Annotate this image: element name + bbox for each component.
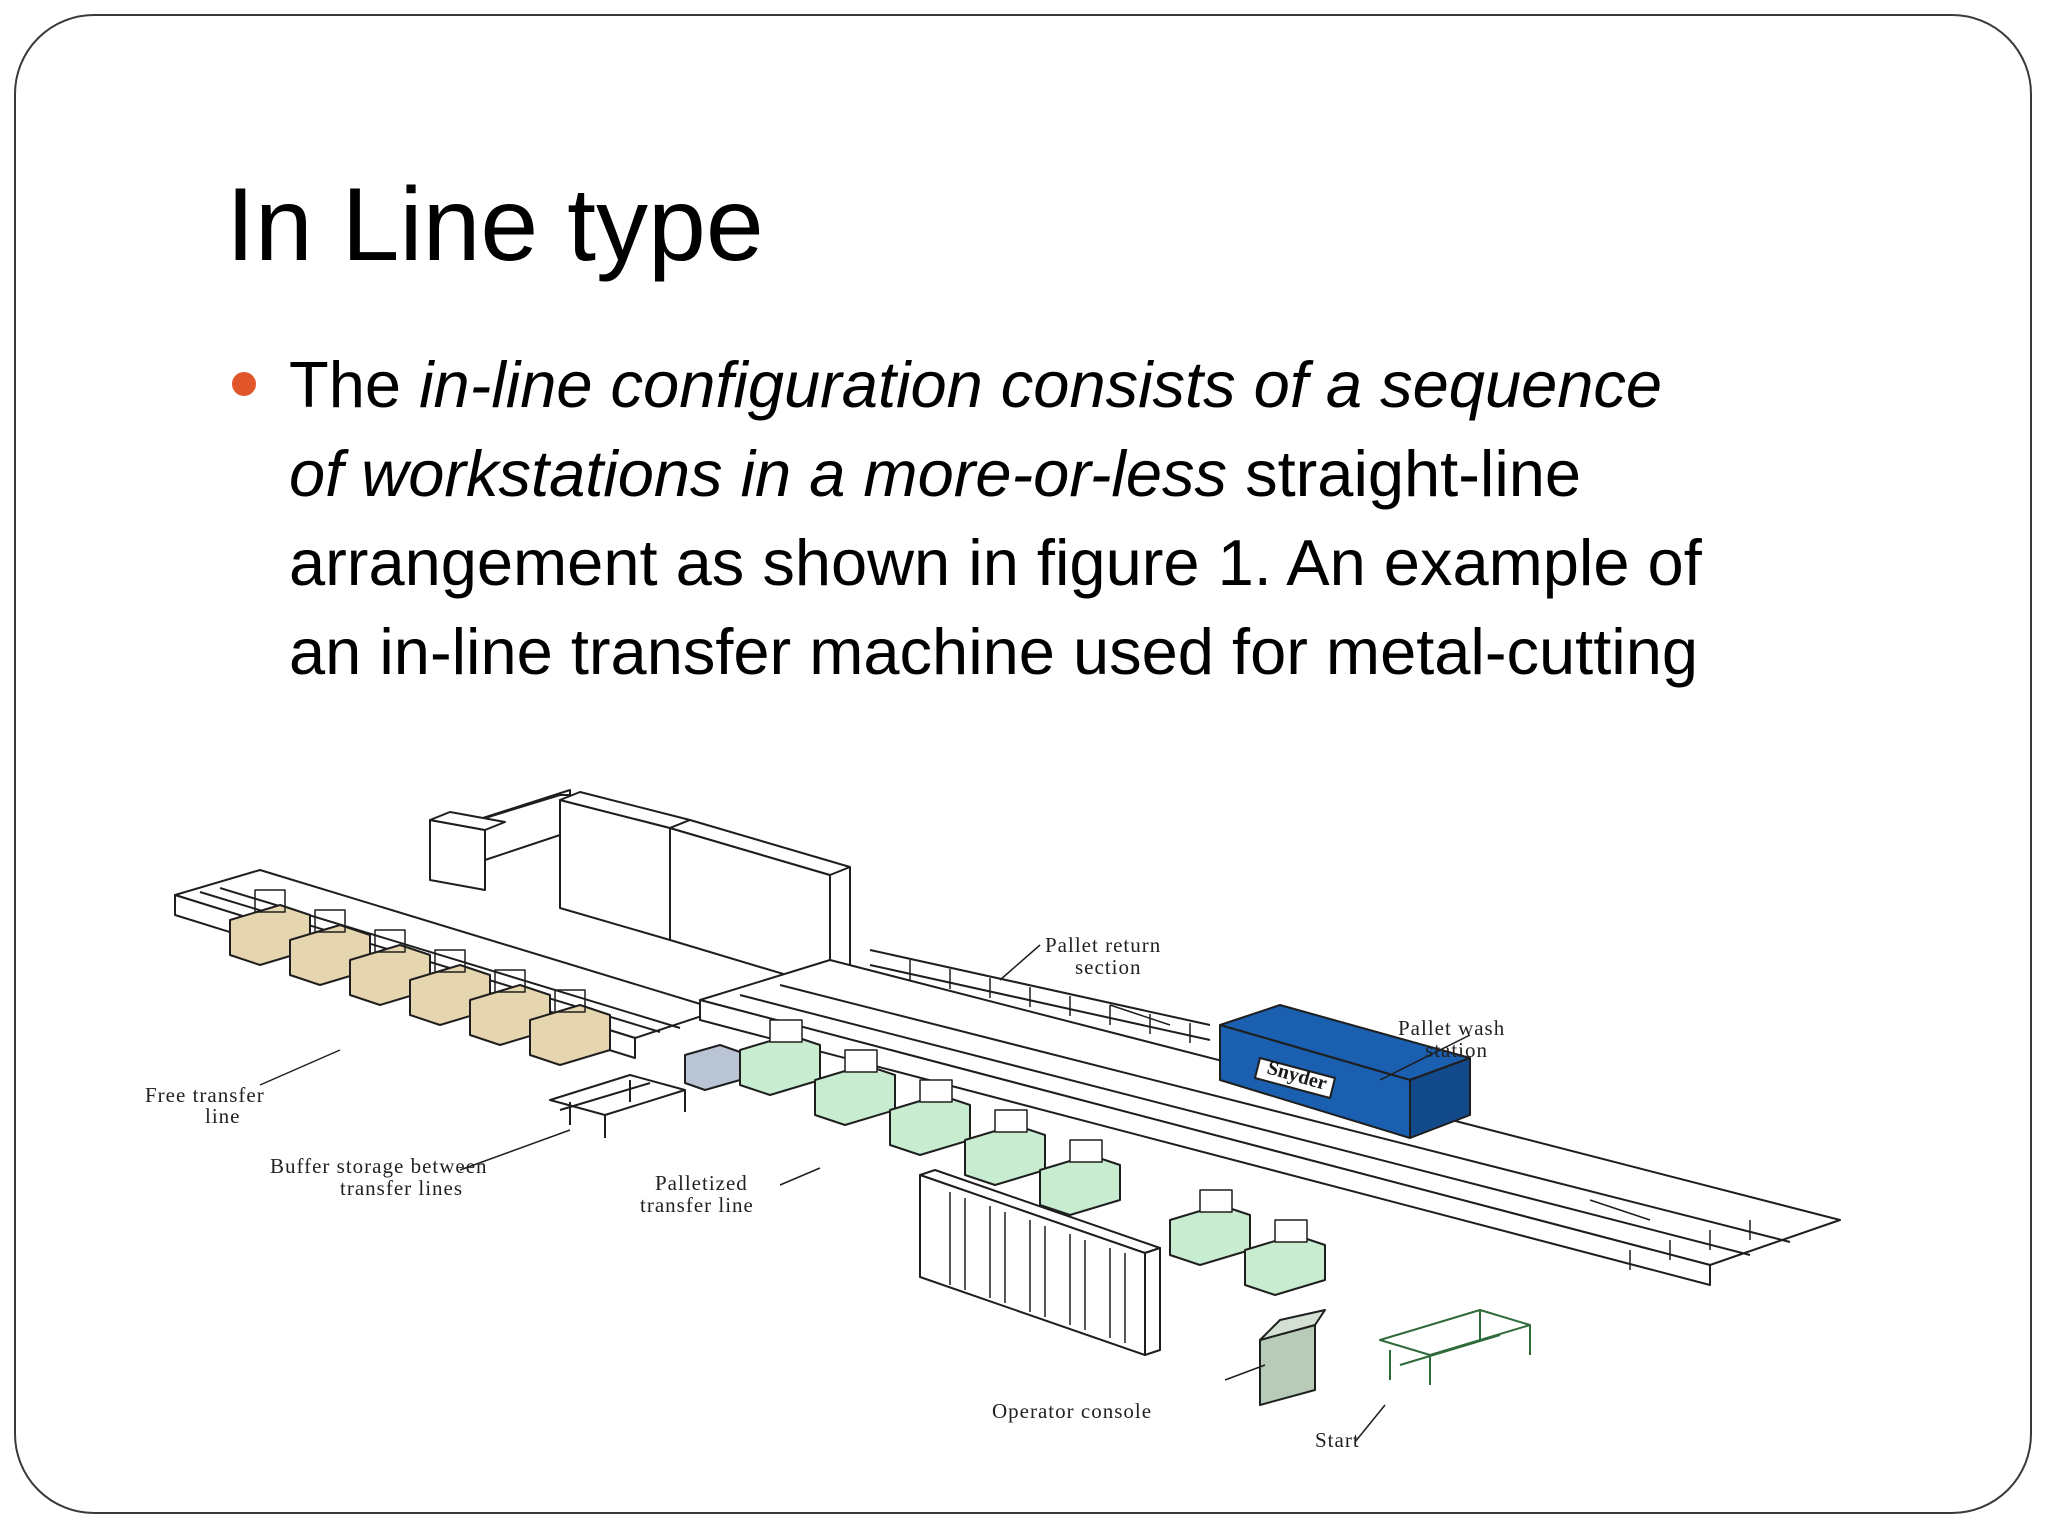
back-panel [429, 789, 851, 989]
palletized-transfer-line [699, 949, 1841, 1296]
bullet-text-normal: straight-line [1227, 437, 1582, 510]
label-free-transfer: Free transfer [145, 1083, 265, 1107]
slide-title: In Line type [226, 167, 764, 283]
tan-station [529, 1004, 611, 1066]
label-pallet-wash-2: station [1425, 1038, 1488, 1062]
label-pallet-wash: Pallet wash [1398, 1016, 1505, 1040]
label-operator-console: Operator console [992, 1399, 1152, 1423]
green-station [1244, 1234, 1326, 1296]
control-cabinets [919, 1169, 1161, 1356]
bullet-paragraph: The in-line configuration consists of a … [289, 340, 1989, 696]
bullet-text-italic: of workstations in a more-or-less [289, 437, 1228, 510]
bullet-text-normal: The [289, 348, 420, 421]
pallet-wash-station [1219, 1004, 1471, 1139]
bullet-line-2: of workstations in a more-or-less straig… [289, 429, 1989, 518]
label-free-transfer-2: line [205, 1104, 241, 1128]
label-palletized-2: transfer line [640, 1193, 754, 1217]
leader-lines [259, 944, 1651, 1443]
transfer-line-figure: Pallet return section Pallet wash statio… [145, 789, 1841, 1452]
bullet-line-4: an in-line transfer machine used for met… [289, 615, 1699, 688]
label-palletized: Palletized [655, 1171, 748, 1195]
bullet-icon [232, 372, 256, 396]
label-start: Start [1315, 1428, 1360, 1452]
green-station [1169, 1204, 1251, 1266]
bullet-line-1: The in-line configuration consists of a … [289, 340, 1989, 429]
bullet-text-italic: in-line configuration consists of a sequ… [419, 348, 1663, 421]
label-pallet-return-2: section [1075, 955, 1141, 979]
label-buffer-storage-2: transfer lines [340, 1176, 463, 1200]
label-buffer-storage: Buffer storage between [270, 1154, 488, 1178]
label-pallet-return: Pallet return [1045, 933, 1161, 957]
green-station [964, 1124, 1046, 1186]
free-transfer-line [174, 869, 721, 1066]
green-station [739, 1034, 821, 1096]
green-station [814, 1064, 896, 1126]
start-conveyor [1379, 1309, 1531, 1385]
bullet-line-3: arrangement as shown in figure 1. An exa… [289, 526, 1702, 599]
green-station [1039, 1154, 1121, 1216]
green-station [889, 1094, 971, 1156]
buffer-storage [549, 1044, 741, 1138]
operator-console [1259, 1309, 1326, 1406]
